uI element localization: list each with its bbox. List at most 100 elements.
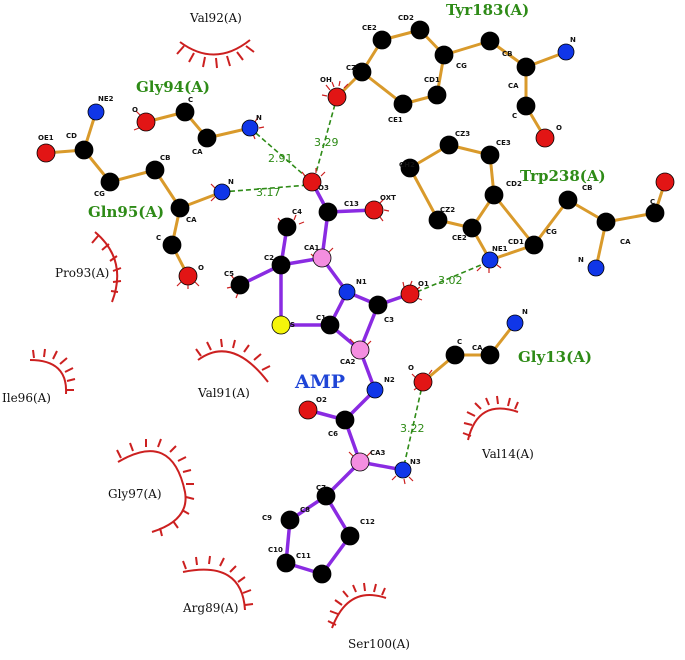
hbond-gln-o3 (221, 184, 310, 193)
label-c-gln: C (156, 234, 161, 242)
label-o3: O3 (318, 184, 329, 192)
label-oxt: OXT (380, 194, 396, 202)
label-c5: C5 (224, 270, 234, 278)
label-cb-tyr: CB (502, 50, 512, 58)
residue-names-green: Tyr183(A) Gly94(A) Gln95(A) Trp238(A) Gl… (88, 1, 606, 366)
residue-label-gly94: Gly94(A) (136, 78, 210, 96)
contact-arc-val14 (462, 395, 519, 441)
label-ca-gly94: CA (192, 148, 203, 156)
atom-s (271, 315, 291, 335)
atom-o-gln (178, 266, 198, 286)
contact-arc-ser100 (327, 582, 387, 629)
atom-ca3 (350, 452, 370, 472)
label-ca-trp: CA (620, 238, 631, 246)
label-ne1-trp: NE1 (492, 245, 508, 253)
label-o-gln: O (198, 264, 204, 272)
atom-ch2-trp (400, 158, 420, 178)
label-ca2: CA2 (340, 358, 356, 366)
atom-ca-gly94 (197, 128, 217, 148)
label-n2: N2 (384, 376, 395, 384)
atom-n1 (338, 283, 356, 301)
label-o2: O2 (316, 396, 327, 404)
label-n3: N3 (410, 458, 421, 466)
atom-o-tyr (535, 128, 555, 148)
hbond-distance-gln: 3.17 (256, 186, 281, 199)
atom-cd2-trp (484, 185, 504, 205)
atom-c8 (280, 510, 300, 530)
label-c-tyr: C (512, 112, 517, 120)
residue-label-trp238: Trp238(A) (520, 167, 606, 185)
atom-n-gly13 (506, 314, 524, 332)
label-ca1: CA1 (304, 244, 320, 252)
residue-label-gln95: Gln95(A) (88, 203, 164, 221)
atom-ca-trp (596, 212, 616, 232)
label-c3: C3 (384, 316, 394, 324)
label-ca-tyr: CA (508, 82, 519, 90)
atom-cb-tyr (480, 31, 500, 51)
label-ce1-tyr: CE1 (388, 116, 403, 124)
label-ce3-trp: CE3 (496, 139, 511, 147)
atom-c9 (276, 553, 296, 573)
label-ch2-trp: CH2 (399, 161, 415, 169)
atom-cd2-tyr (410, 20, 430, 40)
atom-o-gly94 (136, 112, 156, 132)
atom-n3 (394, 461, 412, 479)
atom-cb-trp (558, 190, 578, 210)
atom-c12 (340, 526, 360, 546)
contact-label-val92: Val92(A) (189, 11, 242, 25)
label-c4: C4 (292, 208, 302, 216)
label-c10: C10 (268, 546, 283, 554)
atom-c7 (316, 486, 336, 506)
contact-arc-val92 (176, 39, 255, 69)
label-c6: C6 (328, 430, 338, 438)
atom-ca1 (312, 248, 332, 268)
atom-ca-tyr (516, 57, 536, 77)
label-ca3: CA3 (370, 449, 386, 457)
contact-label-arg89: Arg89(A) (182, 601, 238, 615)
label-n1: N1 (356, 278, 367, 286)
label-oe1-gln: OE1 (38, 134, 54, 142)
atom-c-gly13 (445, 345, 465, 365)
contact-label-gly97: Gly97(A) (108, 487, 162, 501)
label-cd-gln: CD (66, 132, 77, 140)
atom-c-trp (645, 203, 665, 223)
atom-cd-gln (74, 140, 94, 160)
label-cz-tyr: CZ (346, 64, 356, 72)
atom-cz2-trp (428, 210, 448, 230)
contact-label-val91: Val91(A) (197, 386, 250, 400)
label-o1: O1 (418, 280, 429, 288)
atom-c6 (335, 410, 355, 430)
atom-oxt (364, 200, 384, 220)
atom-c11 (312, 564, 332, 584)
label-c-gly13: C (457, 338, 462, 346)
atom-c-gln (162, 235, 182, 255)
label-c9: C9 (262, 514, 272, 522)
atom-n-tyr (557, 43, 575, 61)
ligand-name: AMP (294, 371, 345, 393)
label-n-tyr: N (570, 36, 576, 44)
atom-ne1-trp (481, 251, 499, 269)
contact-label-val14: Val14(A) (481, 447, 534, 461)
label-cb-trp: CB (582, 184, 592, 192)
atom-c-gly94 (175, 102, 195, 122)
label-c1: C1 (316, 314, 326, 322)
contact-label-ile96: Ile96(A) (2, 391, 51, 405)
hbond-distance-trp: 3.02 (438, 274, 463, 287)
ligand-bonds (238, 180, 412, 576)
label-ca-gly13: CA (472, 344, 483, 352)
label-ce2-trp: CE2 (452, 234, 467, 242)
label-ca-gln: CA (186, 216, 197, 224)
hbond-trp-o1 (411, 261, 489, 295)
label-cd1-tyr: CD1 (424, 76, 440, 84)
atom-cd1-tyr (427, 85, 447, 105)
contact-label-ser100: Ser100(A) (348, 637, 410, 651)
hbond-gly94-o3 (249, 127, 313, 183)
atom-cg-tyr (434, 45, 454, 65)
hbond-distances: 2.91 3.29 3.17 3.02 3.22 (256, 136, 463, 435)
contact-arc-arg89 (182, 555, 254, 611)
label-oh-tyr: OH (320, 76, 332, 84)
contact-arc-val91 (195, 338, 271, 383)
label-n-gln: N (228, 178, 234, 186)
label-o-gly94: O (132, 106, 138, 114)
atom-ce2-trp (462, 218, 482, 238)
